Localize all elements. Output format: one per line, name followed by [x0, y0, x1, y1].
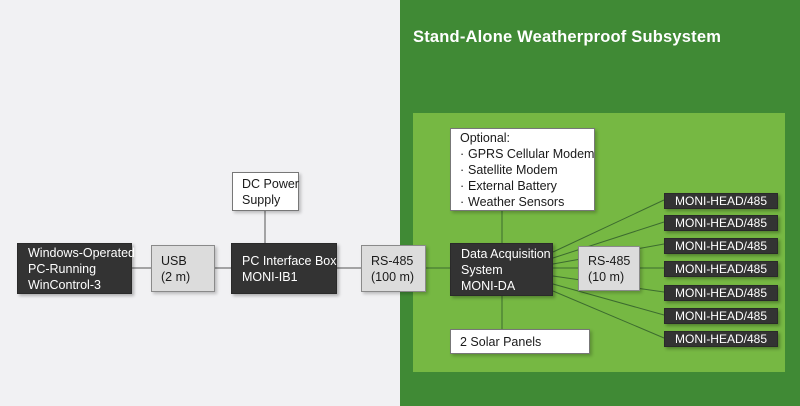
node-moni-head-label: MONI-HEAD/485: [674, 262, 768, 276]
bullet-icon: ·: [460, 162, 465, 177]
node-optional-title: Optional:: [460, 130, 511, 145]
node-moni-head-6[interactable]: MONI-HEAD/485: [664, 308, 778, 324]
bullet-icon: ·: [460, 178, 465, 193]
node-dc-power-supply[interactable]: DC Power Supply: [232, 172, 299, 211]
bullet-icon: ·: [460, 194, 465, 209]
optional-item-label: External Battery: [468, 178, 557, 193]
panel-title: Stand-Alone Weatherproof Subsystem: [413, 28, 722, 46]
node-usb-line-2: (2 m): [161, 269, 191, 284]
node-interface-line-1: PC Interface Box: [242, 253, 337, 268]
optional-item: ·GPRS Cellular Modem: [460, 146, 594, 162]
node-solar-panels[interactable]: 2 Solar Panels: [450, 329, 590, 354]
node-interface-line-2: MONI-IB1: [242, 269, 298, 284]
node-moni-head-label: MONI-HEAD/485: [674, 194, 768, 208]
optional-item: ·Weather Sensors: [460, 194, 585, 210]
node-solar-line-1: 2 Solar Panels: [460, 334, 542, 349]
node-pc[interactable]: Windows-Operated PC-Running WinControl-3: [17, 243, 135, 294]
node-moni-head-label: MONI-HEAD/485: [674, 309, 768, 323]
node-data-acquisition-system[interactable]: Data Acquisition System MONI-DA: [450, 243, 553, 296]
node-moni-head-7[interactable]: MONI-HEAD/485: [664, 331, 778, 347]
node-pc-interface-box[interactable]: PC Interface Box MONI-IB1: [231, 243, 337, 294]
optional-item-label: Satellite Modem: [468, 162, 558, 177]
node-das-line-1: Data Acquisition: [461, 246, 551, 261]
node-moni-head-label: MONI-HEAD/485: [674, 239, 768, 253]
optional-item-list: ·GPRS Cellular Modem ·Satellite Modem ·E…: [460, 146, 594, 210]
node-moni-head-2[interactable]: MONI-HEAD/485: [664, 215, 778, 231]
node-rs485-100m-line-2: (100 m): [371, 269, 415, 284]
node-moni-head-label: MONI-HEAD/485: [674, 216, 768, 230]
node-moni-head-4[interactable]: MONI-HEAD/485: [664, 261, 778, 277]
node-das-line-3: MONI-DA: [461, 278, 516, 293]
node-moni-head-3[interactable]: MONI-HEAD/485: [664, 238, 778, 254]
node-pc-line-1: Windows-Operated: [28, 245, 135, 260]
node-rs485-10m-line-1: RS-485: [588, 253, 631, 268]
optional-item: ·Satellite Modem: [460, 162, 585, 178]
node-rs485-10m-line-2: (10 m): [588, 269, 625, 284]
node-rs485-10m[interactable]: RS-485 (10 m): [578, 246, 640, 291]
node-moni-head-label: MONI-HEAD/485: [674, 332, 768, 346]
node-moni-head-label: MONI-HEAD/485: [674, 286, 768, 300]
node-moni-head-1[interactable]: MONI-HEAD/485: [664, 193, 778, 209]
node-moni-head-5[interactable]: MONI-HEAD/485: [664, 285, 778, 301]
node-rs485-100m[interactable]: RS-485 (100 m): [361, 245, 426, 292]
node-usb-line-1: USB: [161, 253, 187, 268]
node-usb-cable[interactable]: USB (2 m): [151, 245, 215, 292]
optional-item-label: GPRS Cellular Modem: [468, 146, 595, 161]
node-optional-equipment[interactable]: Optional: ·GPRS Cellular Modem ·Satellit…: [450, 128, 595, 211]
node-rs485-100m-line-1: RS-485: [371, 253, 414, 268]
node-pc-line-3: WinControl-3: [28, 277, 101, 292]
node-dc-power-line-1: DC Power: [242, 176, 299, 191]
node-das-line-2: System: [461, 262, 503, 277]
bullet-icon: ·: [460, 146, 465, 161]
node-dc-power-line-2: Supply: [242, 192, 281, 207]
optional-item-label: Weather Sensors: [468, 194, 565, 209]
node-pc-line-2: PC-Running: [28, 261, 97, 276]
optional-item: ·External Battery: [460, 178, 585, 194]
